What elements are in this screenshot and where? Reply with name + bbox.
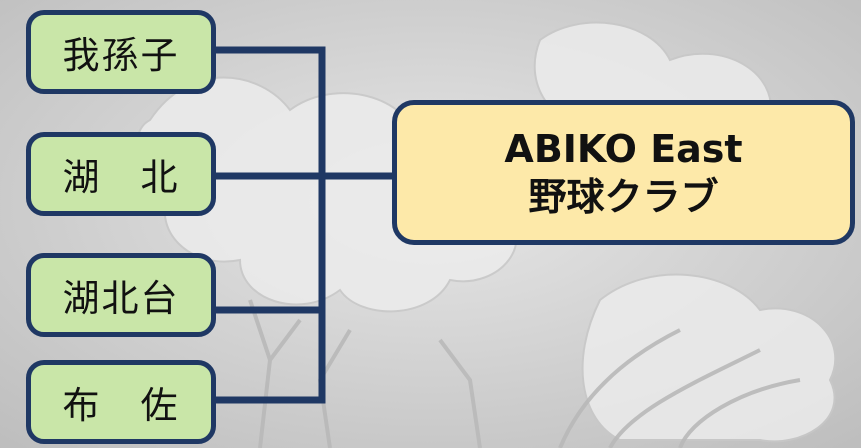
node-abiko: 我孫子: [26, 10, 216, 94]
target-title-line2: 野球クラブ: [528, 174, 719, 219]
node-kohokudai: 湖北台: [26, 253, 216, 337]
target-club-box: ABIKO East 野球クラブ: [392, 100, 855, 245]
target-title-line1: ABIKO East: [504, 126, 743, 171]
node-label: 我孫子: [62, 34, 180, 77]
node-fusa: 布 佐: [26, 360, 216, 444]
node-label: 布 佐: [62, 384, 180, 427]
node-kohoku: 湖 北: [26, 132, 216, 216]
node-label: 湖 北: [62, 156, 180, 199]
node-label: 湖北台: [62, 277, 180, 320]
